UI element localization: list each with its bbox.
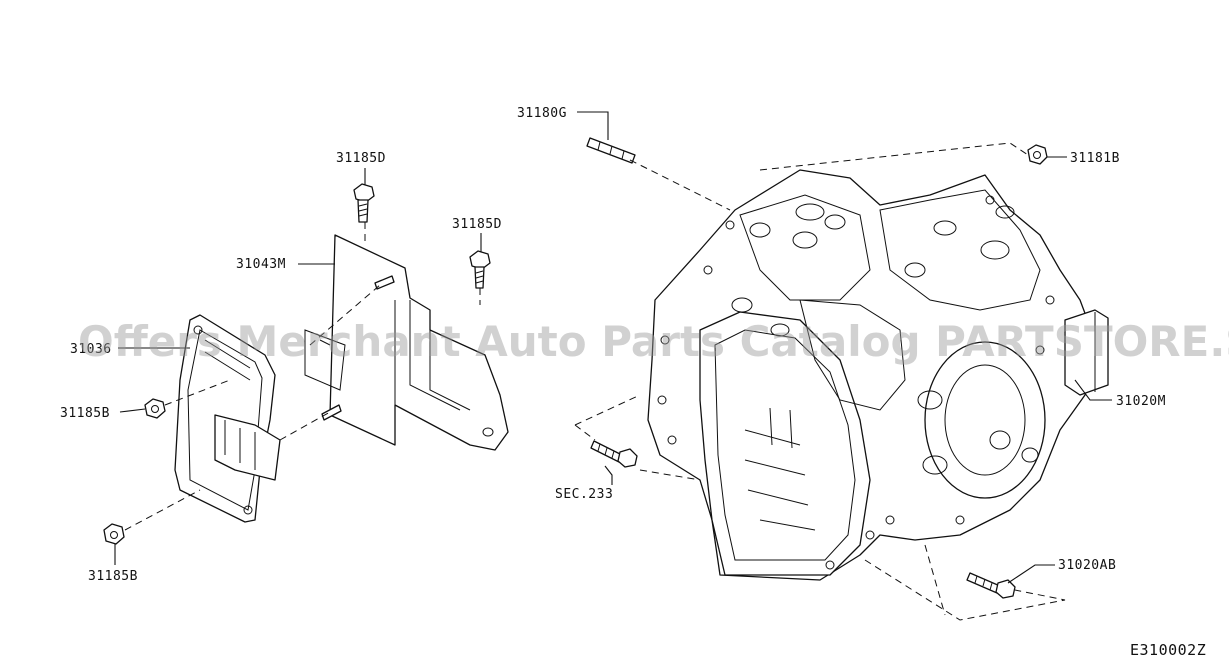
figure-code: E310002Z [1130, 641, 1206, 659]
bolt-31020AB [966, 572, 1016, 599]
nut-31185B-b [103, 523, 125, 545]
label-31181B: 31181B [1070, 151, 1120, 166]
control-unit-31036 [174, 314, 281, 523]
bracket-31043M [304, 234, 509, 451]
leader-lines [114, 111, 1112, 584]
label-31180G: 31180G [517, 106, 567, 121]
label-sec233: SEC.233 [555, 487, 613, 502]
label-31020M: 31020M [1116, 394, 1166, 409]
label-31185B-lower: 31185B [88, 569, 138, 584]
nut-31181B [1027, 144, 1048, 165]
watermark: Offers Merchant Auto Parts Catalog PARTS… [78, 317, 1229, 366]
label-31036: 31036 [70, 342, 112, 357]
label-31043M: 31043M [236, 257, 286, 272]
label-31185D-top: 31185D [336, 151, 386, 166]
label-31185D-right: 31185D [452, 217, 502, 232]
bracket-studs [321, 275, 395, 421]
bolt-31185D-a [353, 183, 375, 223]
stud-31180G [586, 137, 636, 164]
bolt-31185D-b [469, 250, 491, 289]
nut-31185B-a [144, 398, 166, 419]
label-31020AB: 31020AB [1058, 558, 1116, 573]
label-31185B-upper: 31185B [60, 406, 110, 421]
transmission-assembly [647, 169, 1109, 581]
bolt-sec233 [590, 440, 638, 468]
assembly-lines [124, 142, 1066, 621]
